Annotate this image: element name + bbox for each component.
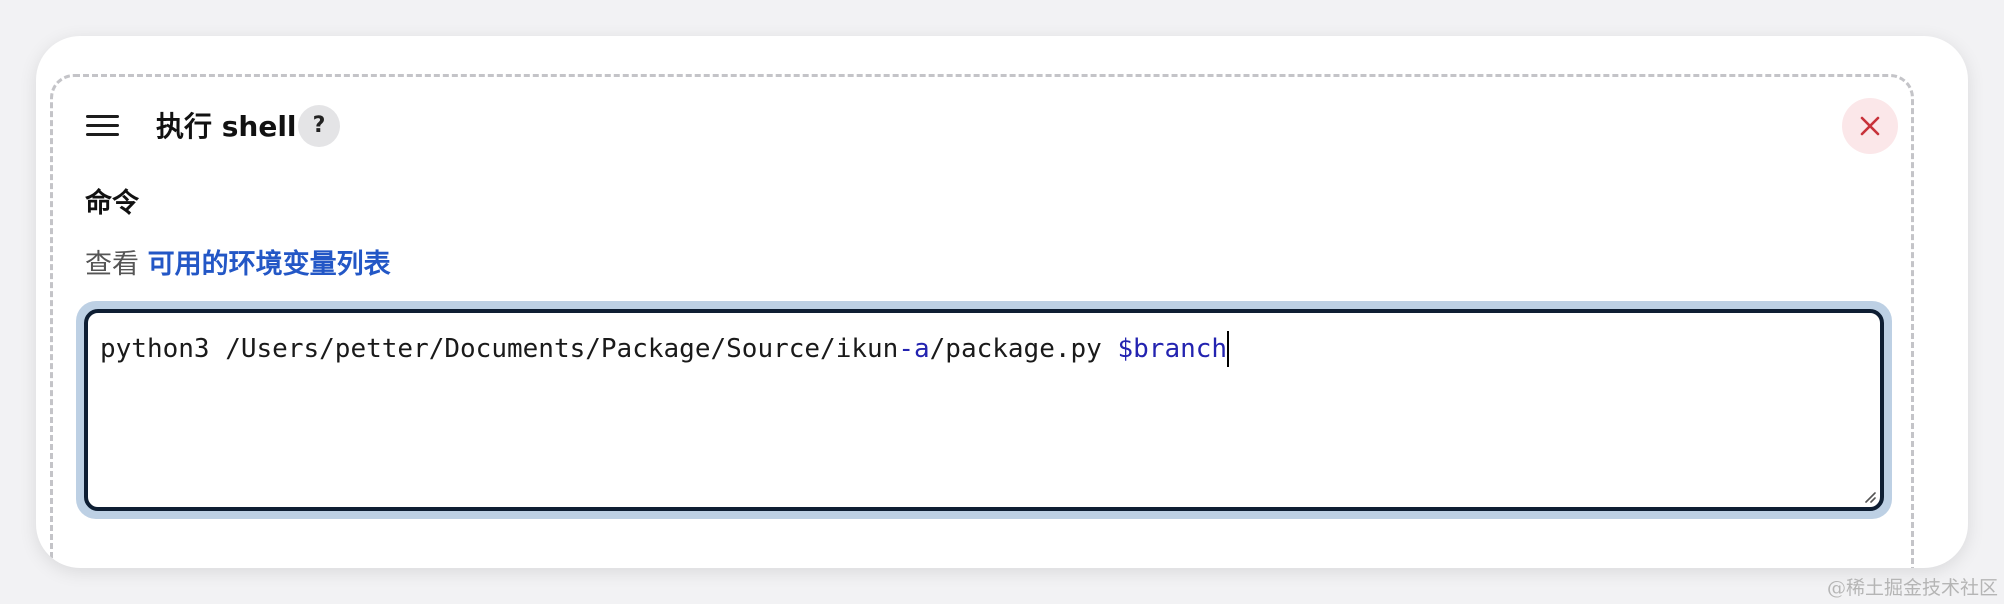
watermark: @稀土掘金技术社区: [1826, 577, 1998, 599]
code-variable: $branch: [1117, 334, 1228, 364]
hamburger-icon[interactable]: [86, 115, 119, 137]
resize-grip-icon[interactable]: [1862, 489, 1876, 503]
step-title: 执行 shell: [156, 110, 297, 143]
delete-step-button[interactable]: [1842, 98, 1898, 154]
command-code: python3 /Users/petter/Documents/Package/…: [100, 331, 1230, 367]
env-help-line: 查看 可用的环境变量列表: [85, 245, 391, 285]
command-textarea[interactable]: python3 /Users/petter/Documents/Package/…: [84, 309, 1884, 511]
step-container: [50, 74, 1914, 568]
code-text-dash: -a: [898, 334, 930, 364]
help-button[interactable]: ?: [298, 105, 340, 147]
build-step-card: 执行 shell ? 命令 查看 可用的环境变量列表 python3 /User…: [36, 36, 1968, 568]
text-caret: [1227, 331, 1230, 367]
env-help-prefix: 查看: [85, 249, 139, 280]
command-label: 命令: [85, 188, 139, 219]
close-icon: [1860, 116, 1880, 136]
code-text: python3 /Users/petter/Documents/Package/…: [100, 334, 899, 364]
env-variables-link[interactable]: 可用的环境变量列表: [147, 249, 391, 280]
code-text-path: /package.py: [929, 334, 1118, 364]
